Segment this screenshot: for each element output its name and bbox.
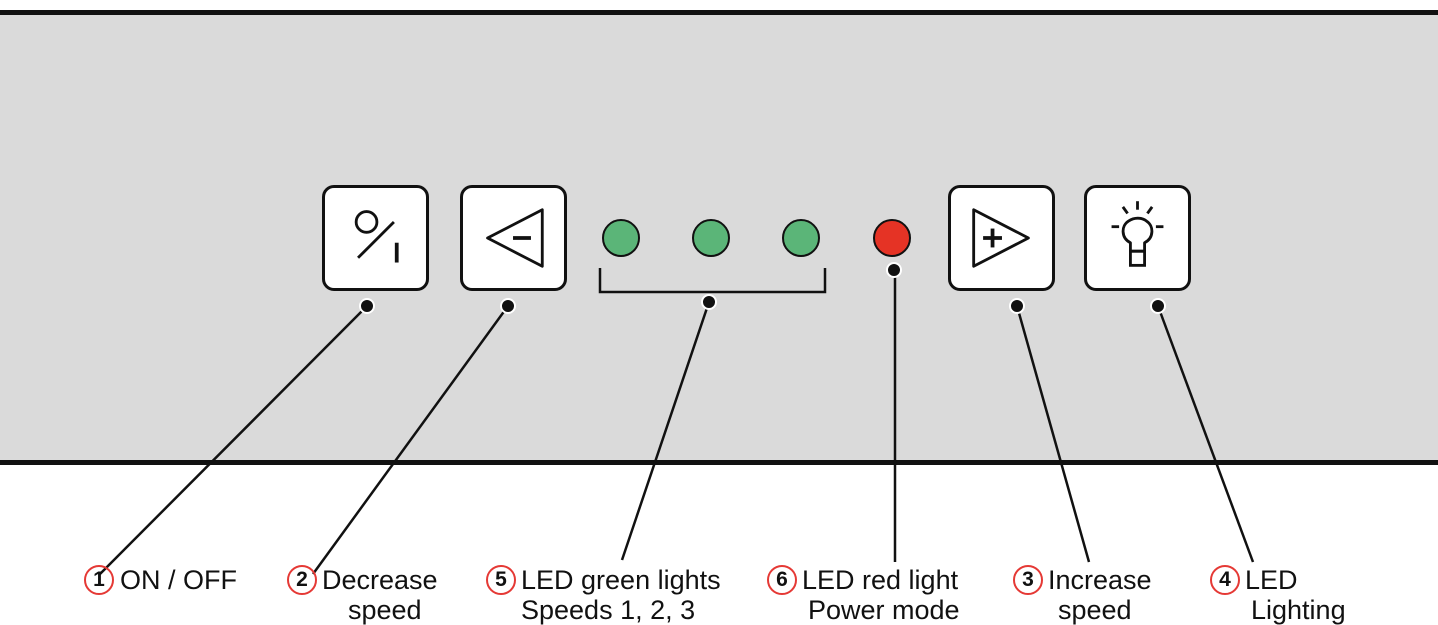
callout-number-4: 4 (1210, 565, 1240, 595)
green-led-speed-2 (692, 219, 730, 257)
label-led-red-light: LED red light (802, 565, 959, 595)
callout-dot-2 (500, 298, 516, 314)
label-lighting: Lighting (1251, 595, 1346, 625)
lighting-button[interactable] (1084, 185, 1191, 291)
power-toggle-icon (354, 210, 399, 263)
label-increase-speed: speed (1058, 595, 1132, 625)
label-decrease: Decrease (322, 565, 438, 595)
callout-label-3: Increase speed (1048, 565, 1152, 625)
label-increase: Increase (1048, 565, 1152, 595)
light-bulb-icon (1111, 201, 1164, 267)
callout-number-6: 6 (767, 565, 797, 595)
red-led-power (873, 219, 911, 257)
label-led-green-lights: LED green lights (521, 565, 721, 595)
callout-label-5: LED green lights Speeds 1, 2, 3 (521, 565, 721, 625)
callout-label-2: Decrease speed (322, 565, 438, 625)
callout-dot-5 (701, 294, 717, 310)
callout-dot-3 (1009, 298, 1025, 314)
green-led-speed-1 (602, 219, 640, 257)
label-decrease-speed: speed (348, 595, 422, 625)
label-on-off: ON / OFF (120, 565, 237, 595)
triangle-plus-icon (972, 208, 1030, 268)
callout-number-3: 3 (1013, 565, 1043, 595)
callout-dot-1 (359, 298, 375, 314)
callout-label-4: LED Lighting (1245, 565, 1346, 625)
green-led-speed-3 (782, 219, 820, 257)
callout-number-1: 1 (84, 565, 114, 595)
triangle-minus-icon (486, 208, 544, 268)
label-speeds: Speeds 1, 2, 3 (521, 595, 696, 625)
callout-number-5: 5 (486, 565, 516, 595)
callout-dot-6 (886, 262, 902, 278)
decrease-speed-button[interactable] (460, 185, 567, 291)
callout-label-6: LED red light Power mode (802, 565, 960, 625)
label-power-mode: Power mode (808, 595, 960, 625)
callout-number-2: 2 (287, 565, 317, 595)
label-led: LED (1245, 565, 1298, 595)
on-off-button[interactable] (322, 185, 429, 291)
increase-speed-button[interactable] (948, 185, 1055, 291)
callout-label-1: ON / OFF (120, 565, 237, 595)
callout-dot-4 (1150, 298, 1166, 314)
